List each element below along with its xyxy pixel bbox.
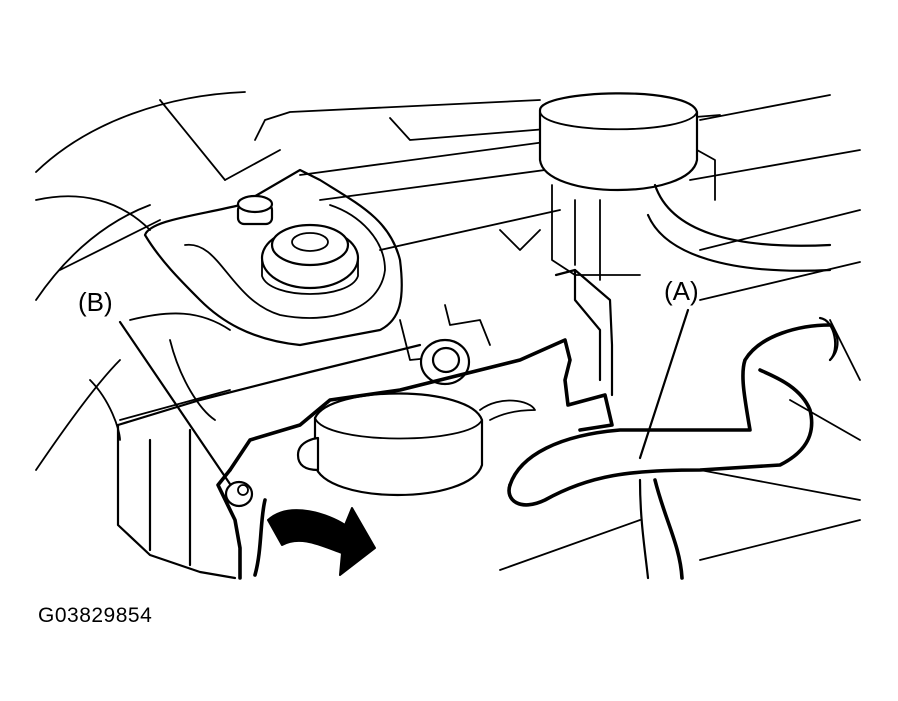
radiator-cap	[296, 392, 536, 497]
mounting-bracket	[143, 168, 403, 347]
center-bolt	[419, 338, 471, 386]
hose-clamp-b	[224, 480, 254, 508]
reservoir-hose	[646, 183, 832, 272]
curved-arrow-right-icon	[267, 507, 376, 576]
callout-leaders	[118, 308, 690, 486]
callout-label-b: (B)	[78, 287, 113, 317]
radiator-body	[116, 304, 491, 580]
radiator-hose-a	[507, 316, 839, 580]
tank-bracket	[554, 268, 614, 397]
callout-label-a: (A)	[664, 276, 699, 306]
filler-neck-outline	[216, 338, 614, 580]
figure-id: G03829854	[38, 604, 153, 627]
engine-background	[35, 91, 861, 571]
leader-line-b	[118, 320, 232, 486]
leader-line-a	[638, 308, 690, 460]
reservoir-tank	[538, 92, 716, 281]
bracket-bolt	[236, 194, 274, 226]
